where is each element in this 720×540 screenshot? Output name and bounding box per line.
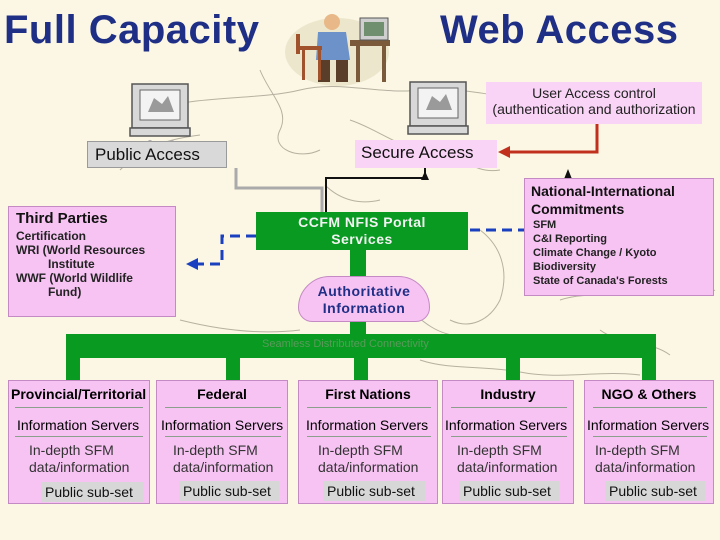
secure-access-box[interactable]: Secure Access [355, 140, 497, 168]
public-subset-label: Public sub-set [459, 481, 559, 501]
public-subset-label: Public sub-set [605, 481, 705, 501]
commitments-item: Biodiversity [533, 261, 596, 273]
column-detail: In-depth SFM [457, 442, 542, 458]
column-detail: In-depth SFM [595, 442, 680, 458]
public-access-label: Public Access [95, 145, 200, 164]
column-detail: data/information [173, 459, 274, 475]
column-servers: Information Servers [17, 417, 140, 433]
commitments-item: SFM [533, 219, 557, 231]
user-at-computer-illustration [285, 14, 390, 86]
title-web-access: Web Access [440, 8, 679, 52]
portal-title: CCFM NFIS Portal [298, 214, 426, 230]
column-detail: data/information [29, 459, 130, 475]
third-parties-item: Institute [48, 257, 95, 271]
column-ngo-others[interactable]: NGO & Others Information Servers In-dept… [584, 380, 714, 504]
portal-subtitle: Services [331, 231, 393, 247]
public-access-box[interactable]: Public Access [87, 141, 227, 168]
third-parties-item: WWF (World Wildlife [16, 271, 133, 285]
column-head: Federal [197, 386, 247, 402]
column-servers: Information Servers [161, 417, 284, 433]
commitments-item: C&I Reporting [533, 233, 607, 245]
third-parties-title: Third Parties [16, 210, 108, 227]
third-parties-item: WRI (World Resources [16, 243, 146, 257]
column-detail: data/information [457, 459, 558, 475]
column-head: NGO & Others [601, 386, 697, 402]
authoritative-line1: Authoritative [317, 283, 411, 299]
authoritative-information-oval: Authoritative Information [298, 276, 430, 322]
column-servers: Information Servers [587, 417, 710, 433]
commitments-title-2: Commitments [531, 201, 625, 217]
column-industry[interactable]: Industry Information Servers In-depth SF… [442, 380, 574, 504]
column-servers: Information Servers [306, 417, 429, 433]
column-detail: In-depth SFM [29, 442, 114, 458]
column-head: Industry [480, 386, 536, 402]
column-first-nations[interactable]: First Nations Information Servers In-dep… [298, 380, 438, 504]
third-parties-box: Third Parties Certification WRI (World R… [8, 206, 176, 317]
portal-services-box[interactable]: CCFM NFIS Portal Services [256, 212, 468, 250]
public-to-portal-connector [234, 168, 324, 212]
commitments-box: National-International Commitments SFM C… [524, 178, 714, 296]
commitments-item: Climate Change / Kyoto [533, 247, 657, 259]
commitments-item: State of Canada's Forests [533, 275, 668, 287]
public-subset-label: Public sub-set [41, 482, 143, 502]
user-access-control-detail: (authentication and authorization [492, 101, 696, 117]
secure-to-portal-connector [325, 167, 426, 212]
column-head: First Nations [325, 386, 411, 402]
column-servers: Information Servers [445, 417, 568, 433]
title-full-capacity: Full Capacity [4, 8, 260, 52]
user-access-control-title: User Access control [532, 85, 656, 101]
third-parties-item: Certification [16, 229, 87, 243]
user-access-control-box: User Access control (authentication and … [486, 82, 702, 124]
column-detail: data/information [595, 459, 696, 475]
column-detail: In-depth SFM [173, 442, 258, 458]
column-detail: data/information [318, 459, 419, 475]
third-parties-item: Fund) [48, 285, 82, 299]
public-subset-label: Public sub-set [323, 481, 425, 501]
column-detail: In-depth SFM [318, 442, 403, 458]
public-subset-label: Public sub-set [179, 481, 279, 501]
authoritative-line2: Information [322, 300, 406, 316]
column-head: Provincial/Territorial [11, 386, 147, 402]
blue-dashed-connectors [196, 228, 530, 266]
secure-monitor-icon [407, 81, 469, 135]
column-federal[interactable]: Federal Information Servers In-depth SFM… [156, 380, 288, 504]
column-provincial-territorial[interactable]: Provincial/Territorial Information Serve… [8, 380, 150, 504]
commitments-title: National-International [531, 183, 675, 199]
secure-access-label: Secure Access [361, 143, 474, 162]
bus-label: Seamless Distributed Connectivity [262, 338, 429, 350]
secure-control-arrow [508, 122, 599, 154]
public-monitor-icon [129, 83, 191, 137]
